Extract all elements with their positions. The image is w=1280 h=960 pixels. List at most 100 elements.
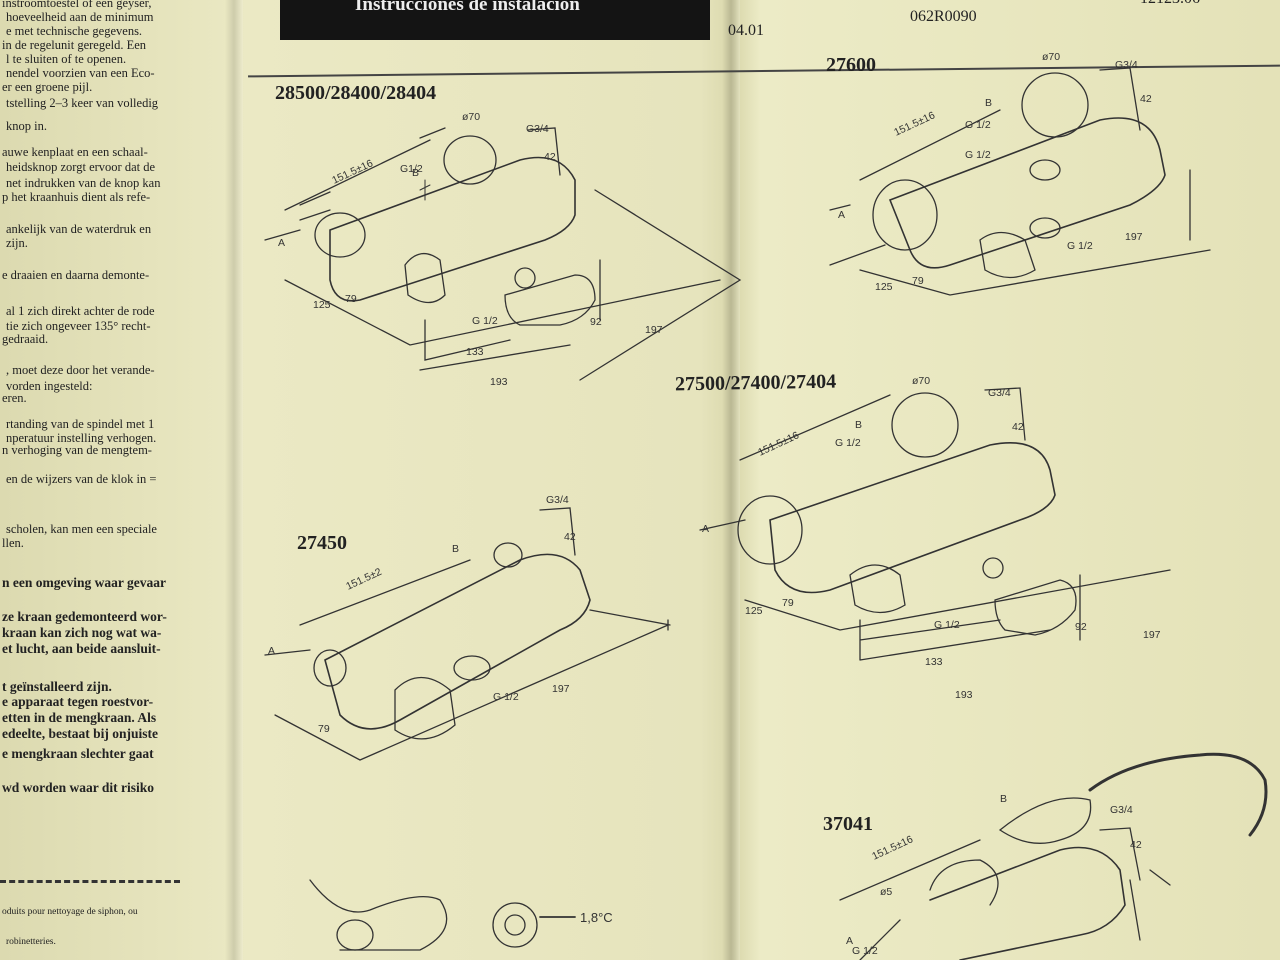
spout-drawing bbox=[309, 879, 576, 951]
model-heading: 27600 bbox=[826, 54, 876, 76]
bold-text-line: e mengkraan slechter gaat bbox=[2, 746, 154, 761]
dim-label: A bbox=[846, 935, 853, 947]
dim-label: G3/4 bbox=[1115, 59, 1138, 71]
small-text-line: robinetteries. bbox=[6, 937, 56, 947]
dim-label: G3/4 bbox=[526, 123, 549, 135]
bold-text-line: t geïnstalleerd zijn. bbox=[2, 679, 112, 694]
mixer-drawing-37041 bbox=[839, 752, 1268, 960]
dim-label: 92 bbox=[590, 316, 602, 328]
small-text-line: oduits pour nettoyage de siphon, ou bbox=[2, 907, 138, 917]
bold-text-line: kraan kan zich nog wat wa- bbox=[2, 625, 162, 640]
dim-label: G 1/2 bbox=[965, 149, 991, 161]
dim-label: 151.5±2 bbox=[344, 566, 384, 593]
text-line: e met technische gegevens. bbox=[6, 24, 143, 38]
dimension-labels: A B G1/2 G3/4 ø70 42 151.5±16 125 79 G 1… bbox=[268, 51, 1161, 957]
dim-label: B bbox=[985, 97, 992, 109]
dim-label: 79 bbox=[782, 597, 794, 609]
dim-label: G 1/2 bbox=[1067, 240, 1093, 252]
text-line: heidsknop zorgt ervoor dat de bbox=[6, 160, 156, 174]
dashed-divider bbox=[0, 880, 180, 883]
bold-text-line: etten in de mengkraan. Als bbox=[2, 710, 157, 725]
dim-label: A bbox=[838, 209, 845, 221]
text-line: ankelijk van de waterdruk en bbox=[6, 222, 152, 236]
text-line: er een groene pijl. bbox=[2, 80, 93, 94]
bold-text-line: wd worden waar dit risiko bbox=[2, 780, 155, 795]
mixer-drawing-27500 bbox=[699, 387, 1171, 661]
dim-label: A bbox=[278, 237, 285, 249]
dim-label: G 1/2 bbox=[472, 315, 498, 327]
dim-label: 197 bbox=[645, 324, 663, 336]
paper-fold bbox=[722, 0, 740, 960]
bold-text-line: et lucht, aan beide aansluit- bbox=[2, 641, 161, 656]
dim-label: 151.5±16 bbox=[892, 109, 937, 138]
text-line: hoeveelheid aan de minimum bbox=[6, 10, 154, 24]
left-text-column: instroomtoestel of een geyser,hoeveelhei… bbox=[0, 0, 190, 960]
mixer-drawing-28500 bbox=[264, 127, 742, 381]
dim-label: 125 bbox=[875, 281, 893, 293]
document-code-2: 12123.06 bbox=[1140, 0, 1200, 8]
document-code: 062R0090 bbox=[910, 8, 977, 25]
dim-label: G3/4 bbox=[1110, 804, 1133, 816]
dim-label: G3/4 bbox=[988, 387, 1011, 399]
text-line: in de regelunit geregeld. Een bbox=[2, 38, 147, 52]
dim-label: G 1/2 bbox=[493, 691, 519, 703]
text-line: gedraaid. bbox=[2, 332, 49, 346]
dim-label: 193 bbox=[490, 376, 508, 388]
dim-label: 42 bbox=[564, 531, 576, 543]
text-line: tie zich ongeveer 135° recht- bbox=[6, 319, 151, 333]
dim-label: 197 bbox=[552, 683, 570, 695]
dim-label: 92 bbox=[1075, 621, 1087, 633]
text-line: knop in. bbox=[6, 119, 47, 133]
model-heading: 27450 bbox=[297, 532, 347, 554]
dim-label: G 1/2 bbox=[852, 945, 878, 957]
dim-label: ø70 bbox=[912, 375, 930, 387]
text-line: en de wijzers van de klok in = bbox=[6, 472, 157, 486]
dim-label: B bbox=[452, 543, 459, 555]
dim-label: B bbox=[855, 419, 862, 431]
model-heading: 28500/28400/28404 bbox=[275, 82, 437, 104]
dim-label: 133 bbox=[466, 346, 484, 358]
text-line: tstelling 2–3 keer van volledig bbox=[6, 96, 159, 110]
dim-label: G 1/2 bbox=[965, 119, 991, 131]
dim-label: 42 bbox=[544, 151, 556, 163]
dim-label: G 1/2 bbox=[934, 619, 960, 631]
text-line: instroomtoestel of een geyser, bbox=[2, 0, 152, 10]
dim-label: 42 bbox=[1012, 421, 1024, 433]
header-bar bbox=[280, 0, 710, 40]
dim-label: ø5 bbox=[880, 886, 892, 898]
dim-label: ø70 bbox=[1042, 51, 1060, 63]
dim-label: 79 bbox=[912, 275, 924, 287]
dim-label: A bbox=[702, 523, 709, 535]
dim-label: B bbox=[1000, 793, 1007, 805]
text-line: zijn. bbox=[6, 236, 28, 250]
model-heading: 37041 bbox=[823, 813, 873, 835]
dim-label: 133 bbox=[925, 656, 943, 668]
text-line: l te sluiten of te openen. bbox=[6, 52, 127, 66]
dim-label: A bbox=[268, 645, 275, 657]
dim-label: 197 bbox=[1125, 231, 1143, 243]
dim-label: G 1/2 bbox=[835, 437, 861, 449]
temperature-note: 1,8°C bbox=[580, 910, 613, 925]
text-line: nendel voorzien van een Eco- bbox=[6, 66, 155, 80]
mixer-drawing-27450 bbox=[264, 507, 671, 761]
text-line: , moet deze door het verande- bbox=[6, 363, 155, 377]
dim-label: 151.5±16 bbox=[756, 429, 801, 458]
dim-label: 125 bbox=[745, 605, 763, 617]
dim-label: 79 bbox=[345, 293, 357, 305]
dim-label: 42 bbox=[1130, 839, 1142, 851]
text-line: vorden ingesteld: bbox=[6, 379, 93, 393]
text-line: al 1 zich direkt achter de rode bbox=[6, 304, 155, 318]
dim-label: ø70 bbox=[462, 111, 480, 123]
text-line: n verhoging van de mengtem- bbox=[2, 443, 152, 457]
bold-text-line: n een omgeving waar gevaar bbox=[2, 575, 166, 590]
dim-label: 79 bbox=[318, 723, 330, 735]
text-line: auwe kenplaat en een schaal- bbox=[2, 145, 148, 159]
bold-text-line: ze kraan gedemonteerd wor- bbox=[2, 609, 167, 624]
text-line: rtanding van de spindel met 1 bbox=[6, 417, 155, 431]
page-title: Instrucciones de instalación bbox=[355, 0, 580, 15]
date-code: 04.01 bbox=[728, 22, 764, 39]
bold-text-line: e apparaat tegen roestvor- bbox=[2, 694, 154, 709]
dim-label: 193 bbox=[955, 689, 973, 701]
